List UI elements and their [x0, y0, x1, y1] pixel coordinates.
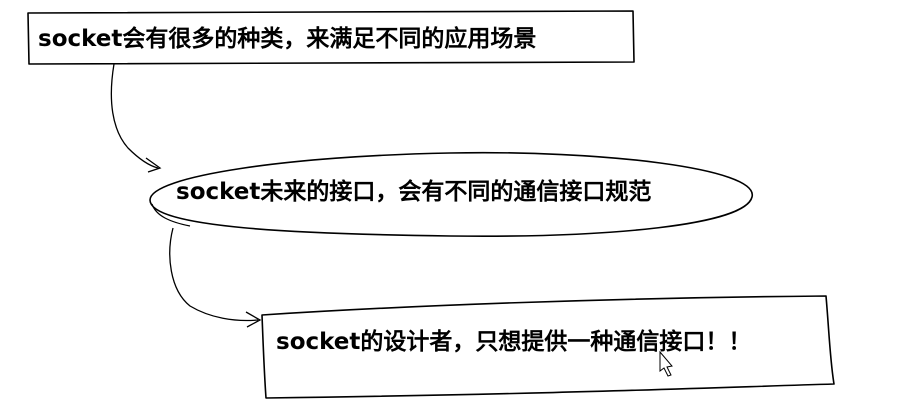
- middle-note-text: socket未来的接口，会有不同的通信接口规范: [176, 179, 652, 205]
- connector-2-arrowhead: [245, 311, 262, 328]
- bottom-note-box: [261, 295, 835, 399]
- connector-1-line: [110, 63, 159, 169]
- middle-note-ellipse: [149, 151, 753, 237]
- connector-1-arrowhead: [145, 157, 162, 173]
- top-note-text: socket会有很多的种类，来满足不同的应用场景: [38, 26, 537, 52]
- middle-note-ellipse-overlap: [151, 203, 191, 227]
- connector-2-line: [169, 227, 259, 322]
- pen-cursor-icon: [659, 350, 673, 377]
- bottom-note-text: socket的设计者，只想提供一种通信接口！！: [276, 329, 752, 355]
- top-note-box: [27, 10, 635, 65]
